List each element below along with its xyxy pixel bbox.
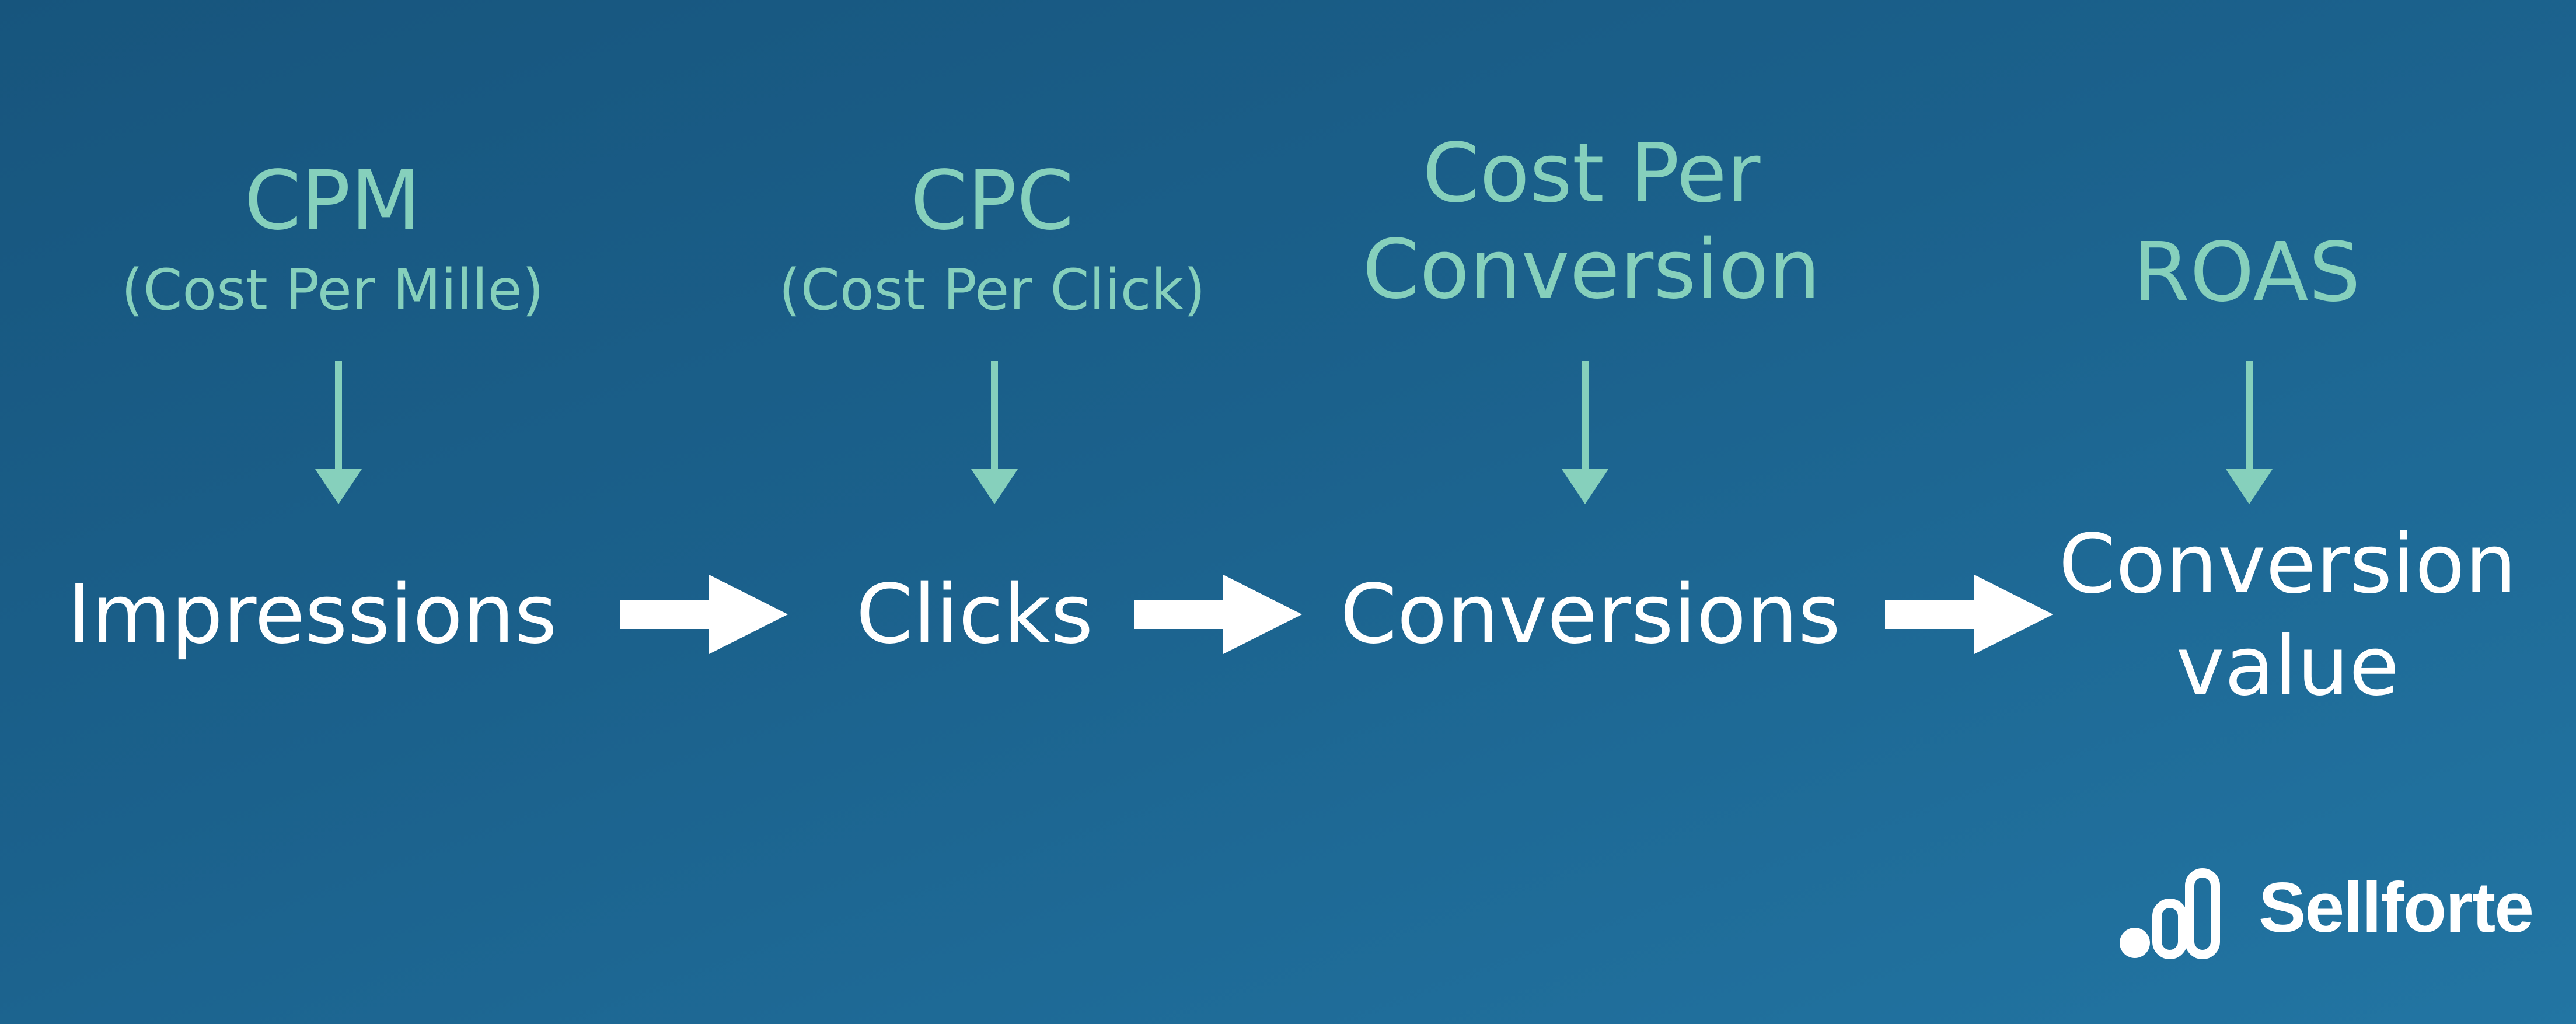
arrow-down-icon: [971, 361, 1018, 505]
metric-roas-title: ROAS: [2133, 225, 2361, 320]
metric-cpm: CPM (Cost Per Mille): [99, 153, 566, 323]
stage-conversions: Conversions: [1340, 567, 1841, 662]
arrow-right-icon: [620, 575, 788, 654]
metric-cost-per-conversion-line1: Cost Per: [1422, 126, 1761, 221]
stage-impressions: Impressions: [67, 567, 557, 662]
sellforte-logo-icon: [2120, 868, 2220, 959]
brand-name: Sellforte: [2259, 868, 2534, 947]
stage-conversion-value-line1: Conversion: [2058, 517, 2517, 612]
stage-conversion-value-line2: value: [2176, 619, 2400, 714]
stage-clicks: Clicks: [856, 567, 1094, 662]
metric-cost-per-conversion: Cost Per Conversion: [1323, 125, 1860, 318]
arrow-down-icon: [315, 361, 362, 505]
arrow-down-icon: [2226, 361, 2273, 505]
stage-conversion-value: Conversion value: [2043, 513, 2533, 718]
metric-cpc-subtitle: (Cost Per Click): [779, 257, 1206, 323]
sellforte-logo: Sellforte: [2118, 859, 2539, 964]
arrow-down-icon: [1562, 361, 1608, 505]
metric-roas: ROAS: [2013, 225, 2480, 321]
arrow-right-icon: [1885, 575, 2053, 654]
arrow-right-icon: [1134, 575, 1302, 654]
metric-cpc-title: CPC: [910, 153, 1074, 249]
metric-cpc: CPC (Cost Per Click): [759, 153, 1226, 323]
metric-cpm-subtitle: (Cost Per Mille): [121, 257, 544, 323]
metric-cost-per-conversion-line2: Conversion: [1362, 222, 1821, 318]
metric-cpm-title: CPM: [244, 153, 421, 249]
